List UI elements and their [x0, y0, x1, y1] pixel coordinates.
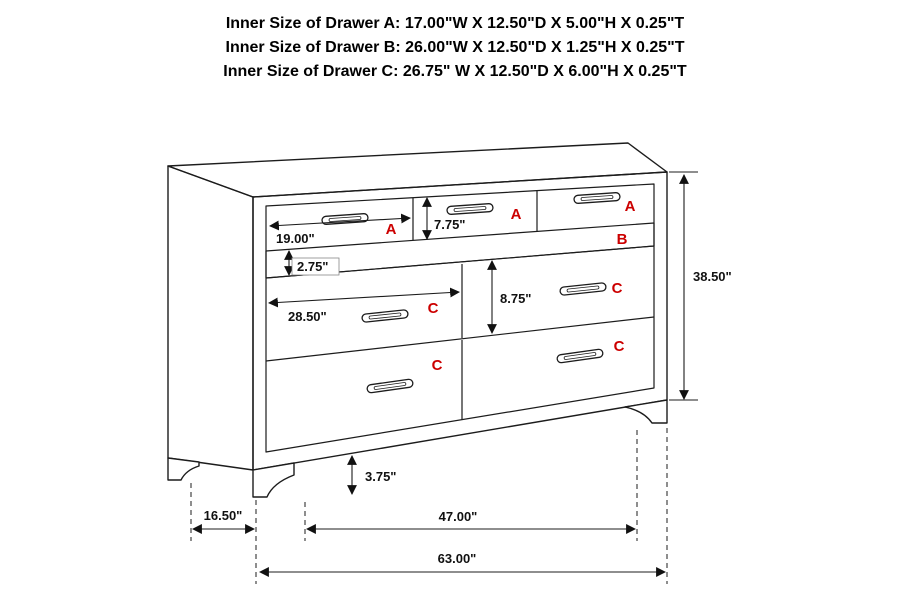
letter-drawer-c3: C: [432, 357, 443, 374]
letter-drawer-a1: A: [386, 221, 397, 238]
dresser-drawing: [167, 142, 668, 498]
rail-between-c-rows: [265, 316, 655, 362]
drawer-a-spec: Inner Size of Drawer A: 17.00"W X 12.50"…: [226, 15, 685, 32]
back-left-foot: [167, 457, 200, 481]
letter-drawer-b: B: [617, 231, 628, 248]
drawer-b-spec: Inner Size of Drawer B: 26.00"W X 12.50"…: [226, 39, 685, 56]
letter-drawer-a2: A: [511, 206, 522, 223]
front-right-foot: [624, 399, 668, 424]
dresser-side-panel: [167, 165, 254, 471]
drawer-c4-handle: [556, 348, 604, 364]
drawer-a3-handle: [573, 192, 621, 204]
front-left-foot: [252, 462, 295, 498]
label-drawer-c-width: 28.50": [288, 309, 327, 324]
dim-arrow-drawer-c-width: [268, 287, 460, 308]
letter-drawer-c1: C: [428, 300, 439, 317]
label-drawer-a-width: 19.00": [276, 231, 315, 246]
label-drawer-b-height-box: [291, 257, 340, 276]
header-spec-text: Inner Size of Drawer A: 17.00"W X 12.50"…: [223, 15, 687, 80]
drawer-c2-handle: [559, 282, 607, 296]
dimension-lines: [190, 171, 698, 584]
drawer-handles: [321, 192, 621, 394]
drawer-c-spec: Inner Size of Drawer C: 26.75" W X 12.50…: [223, 63, 687, 80]
letter-drawer-a3: A: [625, 198, 636, 215]
letter-drawer-b-halo: [612, 230, 631, 247]
drawer-c3-handle: [366, 378, 414, 394]
label-overall-depth: 16.50": [204, 508, 243, 523]
dresser-top-face: [167, 142, 668, 198]
label-drawer-a-height: 7.75": [434, 217, 465, 232]
dimension-labels: 19.00" 7.75" 2.75" 28.50" 8.75" 38.50" 3…: [204, 217, 732, 566]
drawer-c1-handle: [361, 309, 409, 323]
letter-drawer-c4: C: [614, 338, 625, 355]
label-overall-width: 63.00": [438, 551, 477, 566]
dim-arrow-drawer-a-width: [269, 213, 411, 231]
label-foot-height: 3.75": [365, 469, 396, 484]
drawer-letter-labels: A A A B C C C C: [386, 198, 636, 374]
label-overall-height: 38.50": [693, 269, 732, 284]
label-drawer-c-height: 8.75": [500, 291, 531, 306]
front-inner-frame: [265, 183, 655, 453]
letter-drawer-c2: C: [612, 280, 623, 297]
drawer-a2-handle: [446, 203, 494, 215]
label-leg-span: 47.00": [439, 509, 478, 524]
label-drawer-b-height: 2.75": [297, 259, 328, 274]
